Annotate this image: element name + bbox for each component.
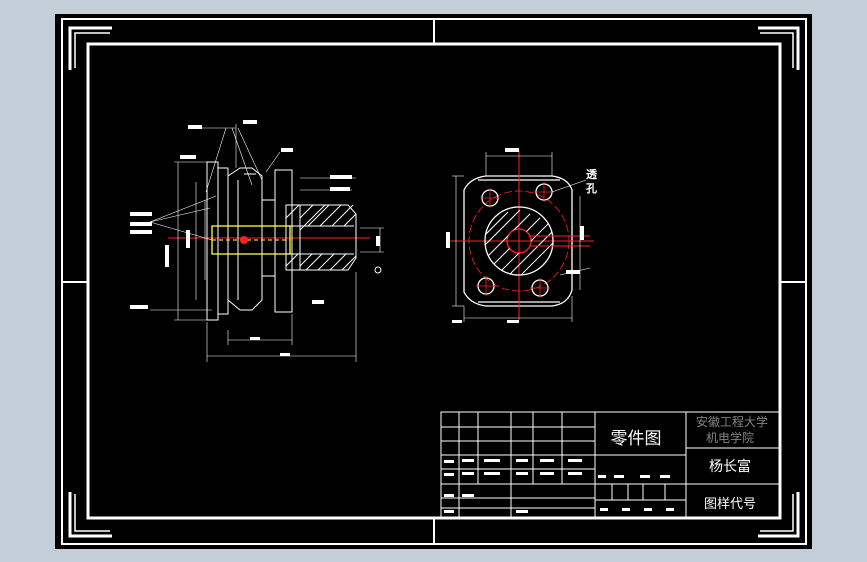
right-view-dim-text (446, 148, 584, 323)
author-name: 杨长富 (709, 458, 751, 475)
school-name-line2: 机电学院 (706, 430, 754, 445)
left-view-dim-text (130, 120, 382, 356)
drawing-code-label: 图样代号 (704, 497, 756, 512)
title-block (440, 411, 781, 519)
right-view-hole-centers (476, 182, 554, 298)
through-hole-label-2: 孔 (586, 182, 597, 195)
through-hole-label-1: 透 (586, 168, 598, 181)
sheet-border (61, 18, 807, 545)
drawing-type-label: 零件图 (611, 429, 662, 449)
title-block-small-text (444, 459, 674, 513)
left-section-view (168, 161, 370, 321)
left-section-hatch (285, 204, 357, 271)
school-name-line1: 安徽工程大学 (696, 414, 768, 429)
right-view-dimensions (452, 152, 591, 322)
model-space (55, 14, 812, 549)
